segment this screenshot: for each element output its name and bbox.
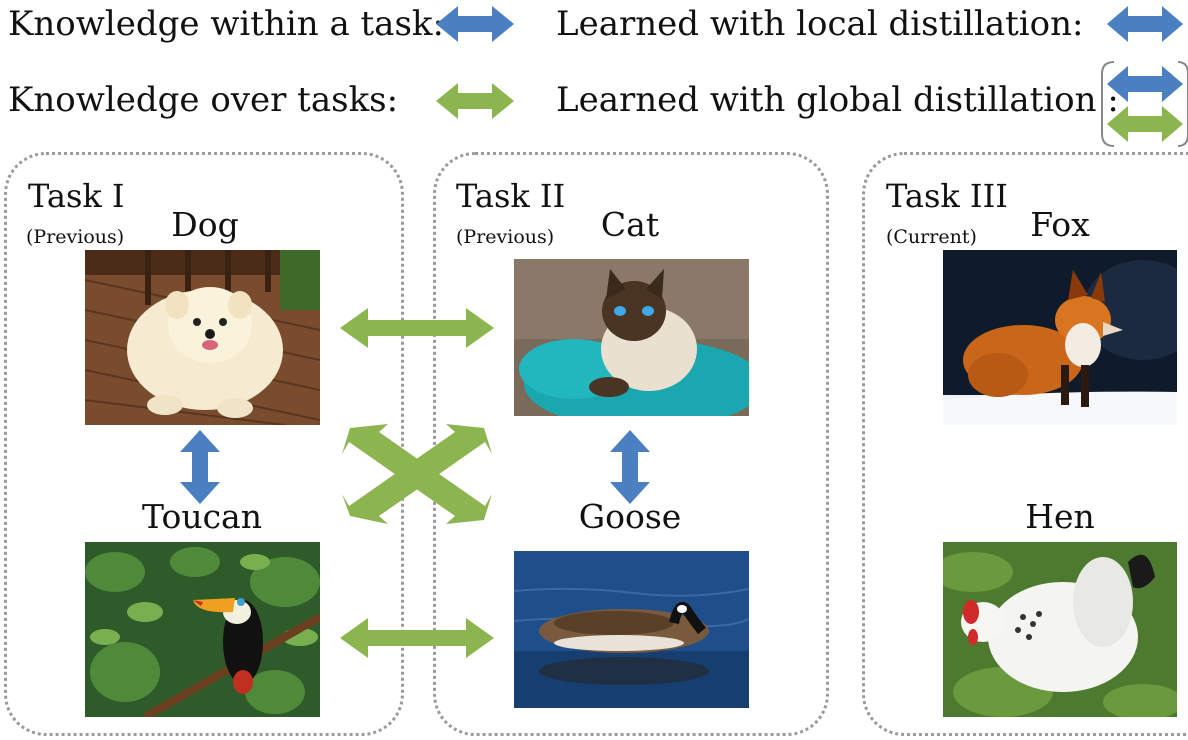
cat-photo bbox=[514, 259, 749, 416]
legend-global-bracket-left-icon bbox=[1101, 61, 1115, 147]
legend-over-tasks-label: Knowledge over tasks: bbox=[8, 80, 399, 120]
legend-within-task-arrow-icon bbox=[436, 6, 514, 42]
cross-arrows-icon bbox=[342, 424, 492, 524]
toucan-goose-arrow-icon bbox=[340, 618, 494, 658]
task-2-title: Task II bbox=[456, 177, 566, 215]
toucan-photo bbox=[85, 542, 320, 717]
dog-toucan-arrow-icon bbox=[180, 430, 220, 504]
legend-global-distillation-label: Learned with global distillation : bbox=[556, 80, 1119, 120]
legend-within-task-label: Knowledge within a task: bbox=[8, 4, 444, 44]
animal-label-fox: Fox bbox=[1030, 205, 1090, 244]
fox-photo bbox=[943, 250, 1177, 425]
task-1-box bbox=[4, 152, 404, 736]
task-2-status: (Previous) bbox=[456, 226, 555, 248]
cat-goose-arrow-icon bbox=[610, 430, 650, 504]
legend-local-distillation-label: Learned with local distillation: bbox=[556, 4, 1084, 44]
animal-label-toucan: Toucan bbox=[142, 497, 262, 536]
task-2-box bbox=[433, 152, 829, 736]
hen-photo bbox=[943, 542, 1177, 717]
task-1-status: (Previous) bbox=[26, 226, 125, 248]
dog-photo bbox=[85, 250, 320, 425]
task-3-title: Task III bbox=[886, 177, 1008, 215]
task-3-box bbox=[862, 152, 1188, 736]
legend-over-tasks-arrow-icon bbox=[436, 83, 514, 119]
legend-global-distillation-blue-arrow-icon bbox=[1107, 66, 1183, 102]
dog-cat-arrow-icon bbox=[340, 308, 494, 348]
legend-global-bracket-right-icon bbox=[1177, 61, 1188, 147]
task-3-status: (Current) bbox=[886, 226, 977, 248]
animal-label-dog: Dog bbox=[171, 205, 239, 244]
legend-global-distillation-green-arrow-icon bbox=[1107, 106, 1183, 142]
task-1-title: Task I bbox=[28, 177, 125, 215]
legend-local-distillation-arrow-icon bbox=[1107, 6, 1183, 42]
goose-photo bbox=[514, 551, 749, 708]
animal-label-hen: Hen bbox=[1025, 497, 1095, 536]
animal-label-cat: Cat bbox=[600, 205, 660, 244]
